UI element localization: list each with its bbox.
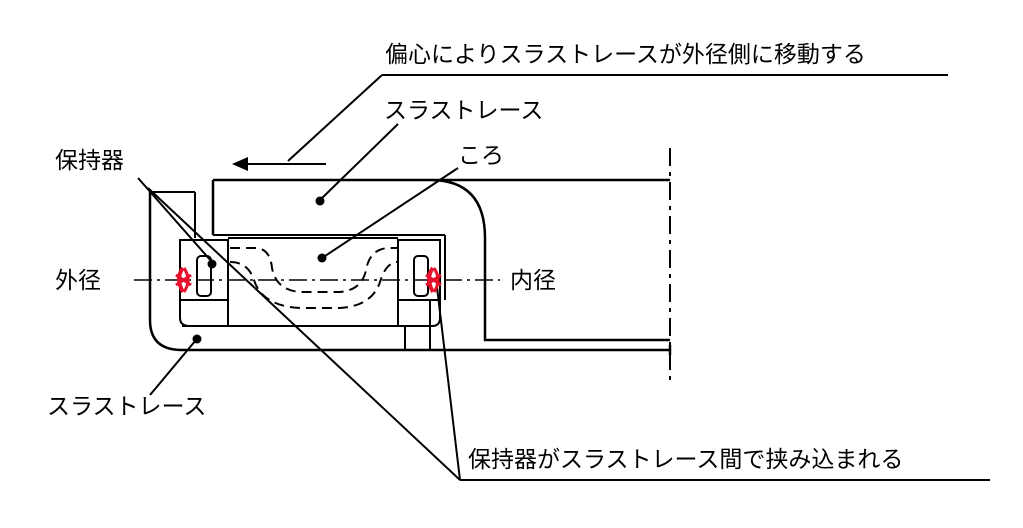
- cage: [179, 237, 441, 327]
- bottom-annotation-text: 保持器がスラストレース間で挟み込まれる: [468, 447, 903, 473]
- top-annotation-text: 偏心によりスラストレースが外径側に移動する: [385, 42, 866, 68]
- inner-diameter-label: 内径: [510, 268, 556, 294]
- upper-thrust-race: [211, 178, 670, 350]
- contact-highlight-inner: [425, 266, 442, 293]
- label-pointers: [137, 123, 459, 396]
- bottom-annotation-leader: [147, 187, 990, 481]
- roller-label: ころ: [458, 143, 504, 169]
- movement-arrow: [232, 157, 326, 171]
- cage-label: 保持器: [55, 148, 124, 174]
- outer-diameter-label: 外径: [55, 268, 101, 294]
- lower-race-label: スラストレース: [47, 394, 206, 420]
- contact-highlight-outer: [175, 266, 192, 293]
- top-annotation-leader: [287, 74, 948, 162]
- upper-race-label: スラストレース: [384, 98, 543, 124]
- roller: [229, 247, 399, 309]
